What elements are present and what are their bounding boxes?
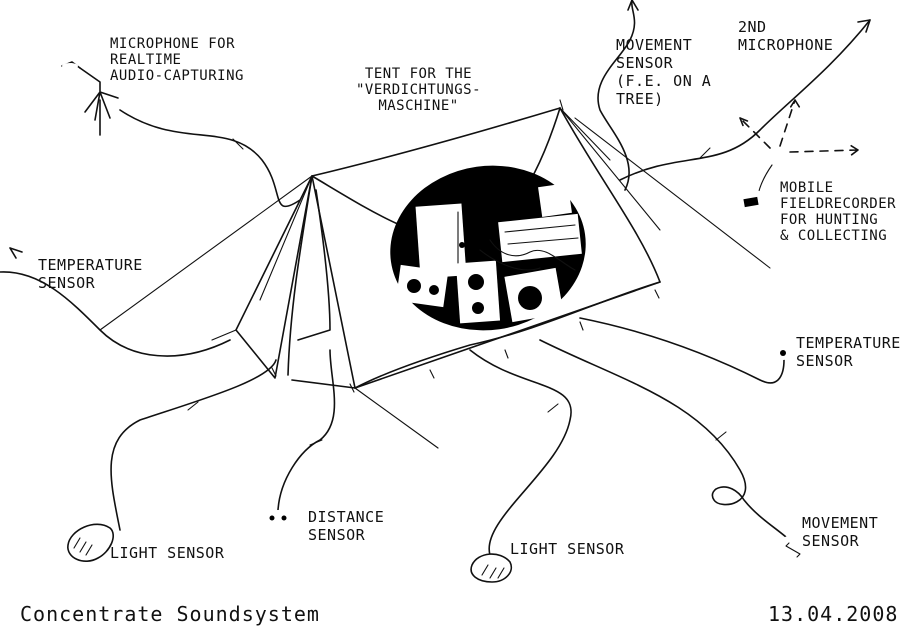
label-light-sensor-left: Light Sensor <box>110 544 225 562</box>
speaker-tall <box>415 203 467 279</box>
soundsystem-equipment <box>395 183 582 324</box>
label-distance-sensor: Distance Sensor <box>308 508 385 544</box>
tent-side-bottom-edge <box>354 281 661 389</box>
cable-second-microphone <box>619 19 871 181</box>
footer-date: 13.04.2008 <box>768 602 899 626</box>
cable-distance <box>277 349 336 511</box>
tent-front-left-panel <box>235 175 313 379</box>
label-mobile-fieldrecorder: Mobile Fieldrecorder for Hunting & colle… <box>780 180 897 244</box>
cable-temperature-left <box>0 271 231 357</box>
label-light-sensor-center: Light Sensor <box>510 540 625 558</box>
footer-title: Concentrate Soundsystem <box>20 602 320 626</box>
microphone-stand-icon <box>61 61 119 136</box>
cable-light-center <box>469 349 572 556</box>
speaker-left <box>395 264 449 308</box>
arrow-second-microphone <box>857 19 871 33</box>
tent-front-right-panel <box>291 175 356 389</box>
cable-temperature-right <box>579 317 785 384</box>
speaker-front <box>455 260 501 324</box>
tent-door-edge <box>287 175 313 376</box>
cable-microphone-realtime <box>119 109 301 208</box>
arrow-fieldrecorder-up <box>739 117 771 149</box>
label-temperature-sensor-left: Temperature Sensor <box>38 256 143 292</box>
label-temperature-sensor-right: Temperature Sensor <box>796 334 900 370</box>
amp-top <box>538 183 572 217</box>
label-movement-sensor-tree: Movement Sensor (f.e. on a Tree) <box>616 36 712 108</box>
label-second-microphone: 2nd Microphone <box>738 18 834 54</box>
tent-door-flap <box>297 189 331 341</box>
cable-movement-right <box>539 339 796 546</box>
arrow-movement-tree <box>627 0 639 11</box>
light-sensor-center-icon <box>470 553 512 583</box>
tent-pegs <box>271 99 660 393</box>
tent-ridge <box>311 107 561 177</box>
label-tent: Tent for the "Verdichtungs- Maschine" <box>356 66 482 114</box>
fieldrecorder-device-icon <box>738 190 764 220</box>
label-microphone-realtime: Microphone for realtime audio-capturing <box>110 36 244 84</box>
arrow-fieldrecorder-upright <box>779 99 801 147</box>
arrow-temperature-left <box>9 247 23 259</box>
label-movement-sensor-right: Movement Sensor <box>802 514 879 550</box>
movement-sensor-right-icon <box>776 533 810 569</box>
light-sensor-left-icon <box>67 523 114 562</box>
arrow-fieldrecorder-right <box>789 144 859 157</box>
tent-guy-lines <box>99 107 771 449</box>
cable-movement-tree <box>597 0 636 191</box>
cable-light-left <box>110 359 277 531</box>
distance-sensor-icon <box>264 510 292 526</box>
